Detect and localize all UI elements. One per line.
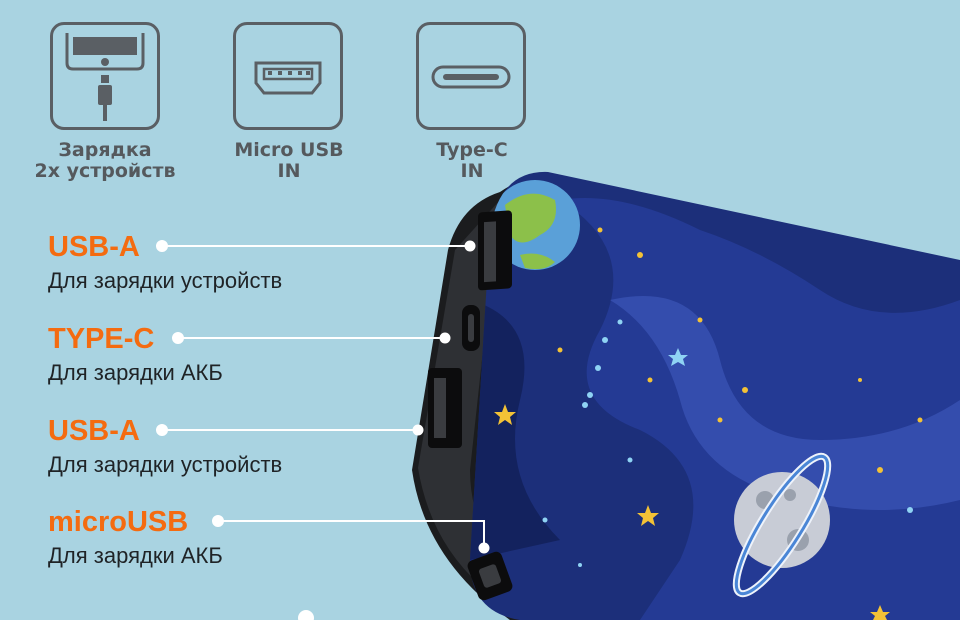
port-desc-type-c: Для зарядки АКБ xyxy=(48,360,223,385)
port-title-type-c: TYPE-C xyxy=(48,323,155,355)
port-desc-usb-a-bottom: Для зарядки устройств xyxy=(48,452,283,477)
port-type-c xyxy=(462,305,480,351)
port-usb-a-bottom xyxy=(428,368,462,448)
port-title-usb-a-top: USB-A xyxy=(48,231,140,263)
stars xyxy=(494,227,923,620)
port-title-micro-usb: microUSB xyxy=(48,506,189,538)
port-usb-a-top xyxy=(478,210,512,291)
port-desc-usb-a-top: Для зарядки устройств xyxy=(48,268,283,293)
port-title-usb-a-bottom: USB-A xyxy=(48,415,140,447)
micro-usb-port-icon xyxy=(233,22,343,130)
port-micro-usb xyxy=(467,551,513,601)
type-c-port-icon xyxy=(416,22,526,130)
port-desc-micro-usb: Для зарядки АКБ xyxy=(48,543,223,568)
space-print xyxy=(470,171,960,620)
dual-device-charging-icon xyxy=(50,22,160,130)
